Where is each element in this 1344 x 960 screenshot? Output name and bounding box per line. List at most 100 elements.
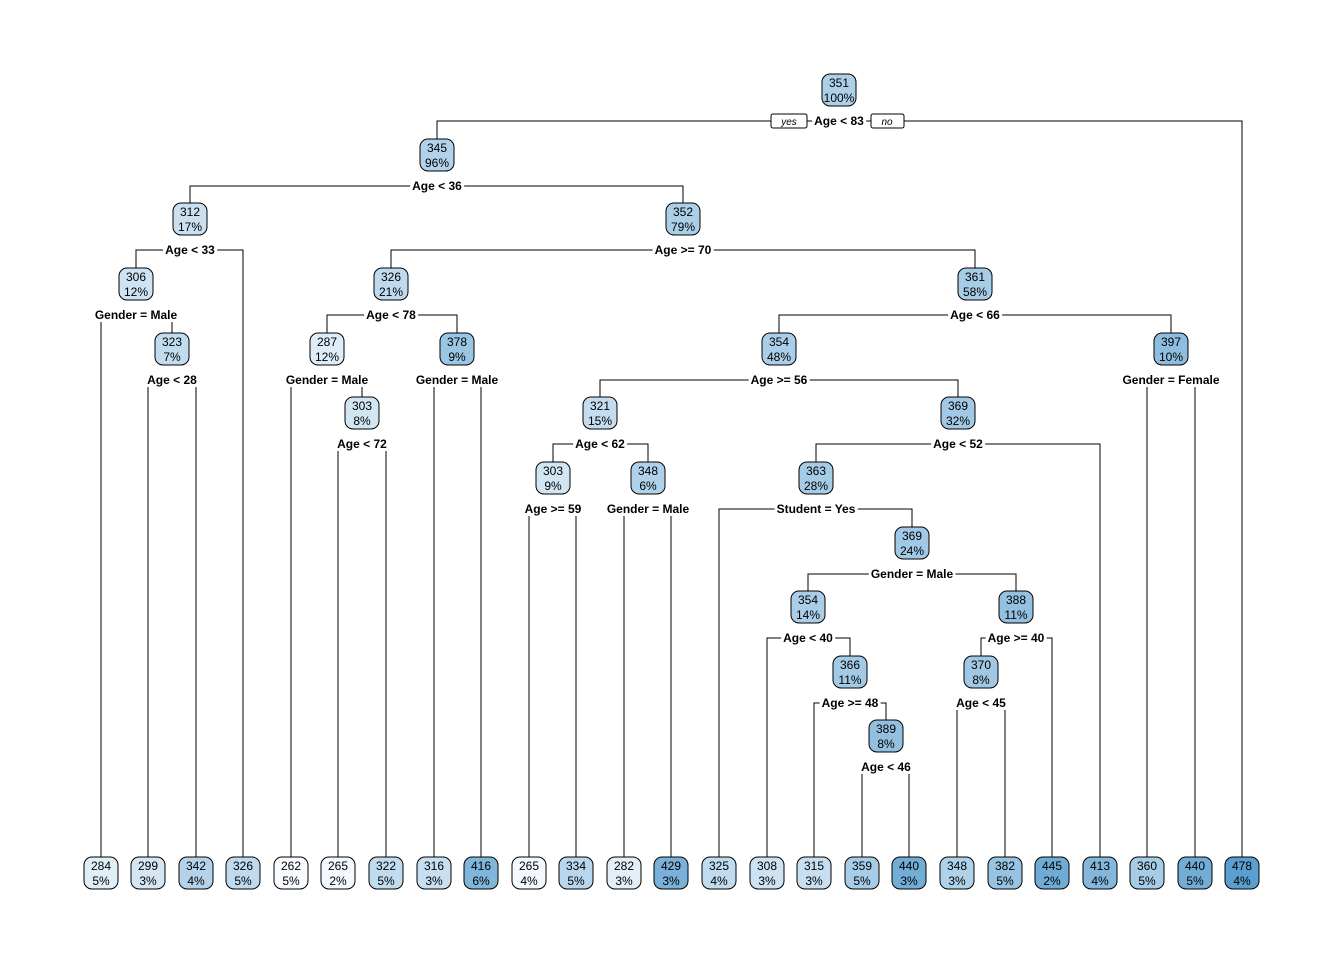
split-label-bg bbox=[954, 696, 1009, 710]
node-box bbox=[790, 590, 826, 624]
node-value: 369 bbox=[948, 399, 968, 413]
node-box bbox=[154, 332, 190, 366]
node-box bbox=[798, 461, 834, 495]
node-value: 360 bbox=[1137, 859, 1157, 873]
node-percent: 4% bbox=[187, 874, 205, 888]
node-percent: 8% bbox=[877, 737, 895, 751]
node-value: 287 bbox=[317, 335, 337, 349]
node-box bbox=[957, 267, 993, 301]
node-box bbox=[939, 856, 975, 890]
node-box bbox=[1177, 856, 1213, 890]
node-value: 342 bbox=[186, 859, 206, 873]
node-value: 416 bbox=[471, 859, 491, 873]
node-percent: 14% bbox=[796, 608, 820, 622]
tree-edge bbox=[861, 766, 910, 857]
split-label-bg bbox=[781, 631, 836, 645]
split-label-bg bbox=[868, 567, 956, 581]
tree-edge bbox=[1146, 379, 1196, 857]
split-label: Age < 83 bbox=[814, 114, 864, 128]
node-box bbox=[894, 526, 930, 560]
split-label-bg bbox=[522, 502, 584, 516]
tree-edge bbox=[815, 443, 1101, 857]
split-label-bg bbox=[859, 760, 914, 774]
split-label: Gender = Male bbox=[607, 502, 690, 516]
node-box bbox=[225, 856, 261, 890]
node-value: 315 bbox=[804, 859, 824, 873]
node-percent: 5% bbox=[996, 874, 1014, 888]
node-box bbox=[963, 655, 999, 689]
node-percent: 3% bbox=[615, 874, 633, 888]
node-value: 303 bbox=[543, 464, 563, 478]
node-box bbox=[558, 856, 594, 890]
node-box bbox=[373, 267, 409, 301]
node-percent: 3% bbox=[139, 874, 157, 888]
node-percent: 48% bbox=[767, 350, 791, 364]
node-box bbox=[320, 856, 356, 890]
node-value: 361 bbox=[965, 270, 985, 284]
split-label: Gender = Female bbox=[1122, 373, 1219, 387]
split-label-bg bbox=[985, 631, 1047, 645]
node-value: 370 bbox=[971, 658, 991, 672]
node-box bbox=[83, 856, 119, 890]
node-percent: 5% bbox=[1186, 874, 1204, 888]
split-label-bg bbox=[573, 437, 628, 451]
node-percent: 6% bbox=[472, 874, 490, 888]
node-box bbox=[130, 856, 166, 890]
split-label-bg bbox=[163, 243, 218, 257]
node-value: 352 bbox=[673, 205, 693, 219]
node-box bbox=[582, 396, 618, 430]
split-label: Age < 28 bbox=[147, 373, 197, 387]
node-percent: 17% bbox=[178, 220, 202, 234]
split-label: Age >= 48 bbox=[822, 696, 879, 710]
split-label-bg bbox=[413, 373, 501, 387]
node-percent: 100% bbox=[824, 91, 855, 105]
split-label: Age >= 40 bbox=[988, 631, 1045, 645]
tree-edge bbox=[433, 379, 482, 857]
split-label-bg bbox=[774, 502, 858, 516]
node-value: 326 bbox=[381, 270, 401, 284]
tree-edge bbox=[956, 702, 1006, 857]
node-value: 265 bbox=[519, 859, 539, 873]
node-value: 323 bbox=[162, 335, 182, 349]
node-percent: 3% bbox=[805, 874, 823, 888]
node-percent: 28% bbox=[804, 479, 828, 493]
split-label-bg bbox=[604, 502, 692, 516]
node-box bbox=[178, 856, 214, 890]
node-box bbox=[821, 73, 857, 107]
node-box bbox=[998, 590, 1034, 624]
node-value: 312 bbox=[180, 205, 200, 219]
node-box bbox=[891, 856, 927, 890]
split-label: Age < 33 bbox=[165, 243, 215, 257]
split-label-bg bbox=[1120, 373, 1222, 387]
node-box bbox=[439, 332, 475, 366]
node-value: 282 bbox=[614, 859, 634, 873]
split-label-bg bbox=[283, 373, 371, 387]
node-value: 322 bbox=[376, 859, 396, 873]
node-percent: 3% bbox=[425, 874, 443, 888]
node-box bbox=[630, 461, 666, 495]
split-label: Age < 66 bbox=[950, 308, 1000, 322]
node-box bbox=[606, 856, 642, 890]
